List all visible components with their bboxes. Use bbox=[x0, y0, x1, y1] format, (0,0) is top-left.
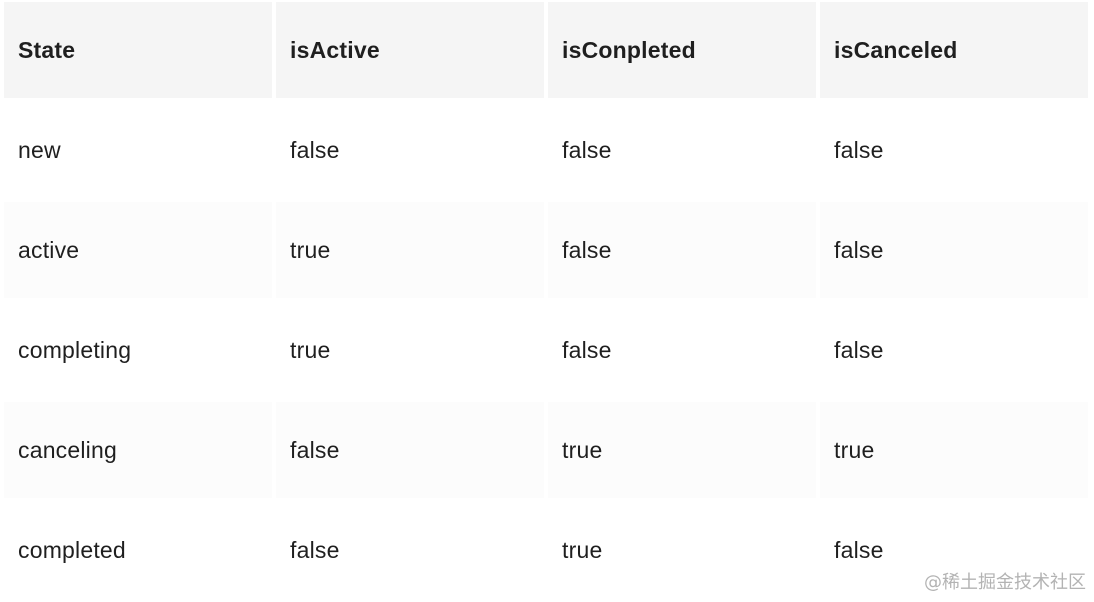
cell-is-active: false bbox=[276, 102, 544, 198]
table-row: canceling false true true bbox=[4, 402, 1088, 498]
cell-is-active: false bbox=[276, 502, 544, 598]
cell-is-canceled: false bbox=[820, 502, 1088, 598]
cell-is-completed: false bbox=[548, 102, 816, 198]
table-row: completing true false false bbox=[4, 302, 1088, 398]
table-body: new false false false active true false … bbox=[4, 102, 1088, 598]
cell-is-active: true bbox=[276, 202, 544, 298]
header-is-canceled: isCanceled bbox=[820, 2, 1088, 98]
cell-state: new bbox=[4, 102, 272, 198]
cell-state: completing bbox=[4, 302, 272, 398]
cell-is-completed: false bbox=[548, 202, 816, 298]
cell-is-completed: true bbox=[548, 502, 816, 598]
cell-state: completed bbox=[4, 502, 272, 598]
header-row: State isActive isConpleted isCanceled bbox=[4, 2, 1088, 98]
cell-is-canceled: false bbox=[820, 302, 1088, 398]
table-header: State isActive isConpleted isCanceled bbox=[4, 2, 1088, 98]
header-state: State bbox=[4, 2, 272, 98]
cell-state: active bbox=[4, 202, 272, 298]
cell-is-active: true bbox=[276, 302, 544, 398]
table-row: new false false false bbox=[4, 102, 1088, 198]
cell-state: canceling bbox=[4, 402, 272, 498]
header-is-completed: isConpleted bbox=[548, 2, 816, 98]
cell-is-canceled: true bbox=[820, 402, 1088, 498]
cell-is-canceled: false bbox=[820, 202, 1088, 298]
watermark-text: @稀土掘金技术社区 bbox=[924, 572, 1086, 593]
table-row: active true false false bbox=[4, 202, 1088, 298]
cell-is-active: false bbox=[276, 402, 544, 498]
cell-is-canceled: false bbox=[820, 102, 1088, 198]
cell-is-completed: true bbox=[548, 402, 816, 498]
header-is-active: isActive bbox=[276, 2, 544, 98]
cell-is-completed: false bbox=[548, 302, 816, 398]
table-row: completed false true false bbox=[4, 502, 1088, 598]
